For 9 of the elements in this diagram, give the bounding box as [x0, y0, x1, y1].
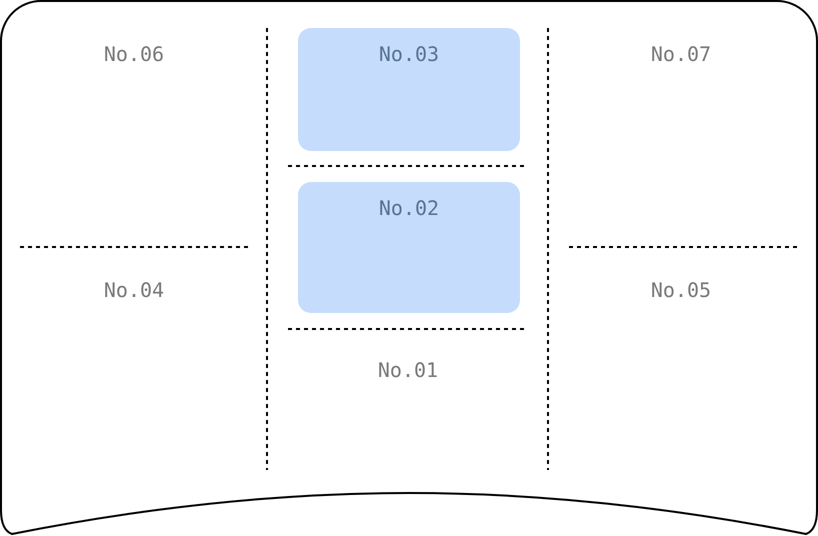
highlight-box — [298, 182, 520, 313]
highlight-box — [298, 28, 520, 151]
region-label: No.07 — [650, 42, 712, 66]
box-label: No.03 — [378, 42, 440, 66]
region-label: No.04 — [104, 278, 164, 302]
region-label: No.06 — [104, 42, 164, 66]
region-label: No.01 — [378, 358, 438, 382]
box-label: No.02 — [378, 196, 440, 220]
region-label: No.05 — [650, 278, 712, 302]
